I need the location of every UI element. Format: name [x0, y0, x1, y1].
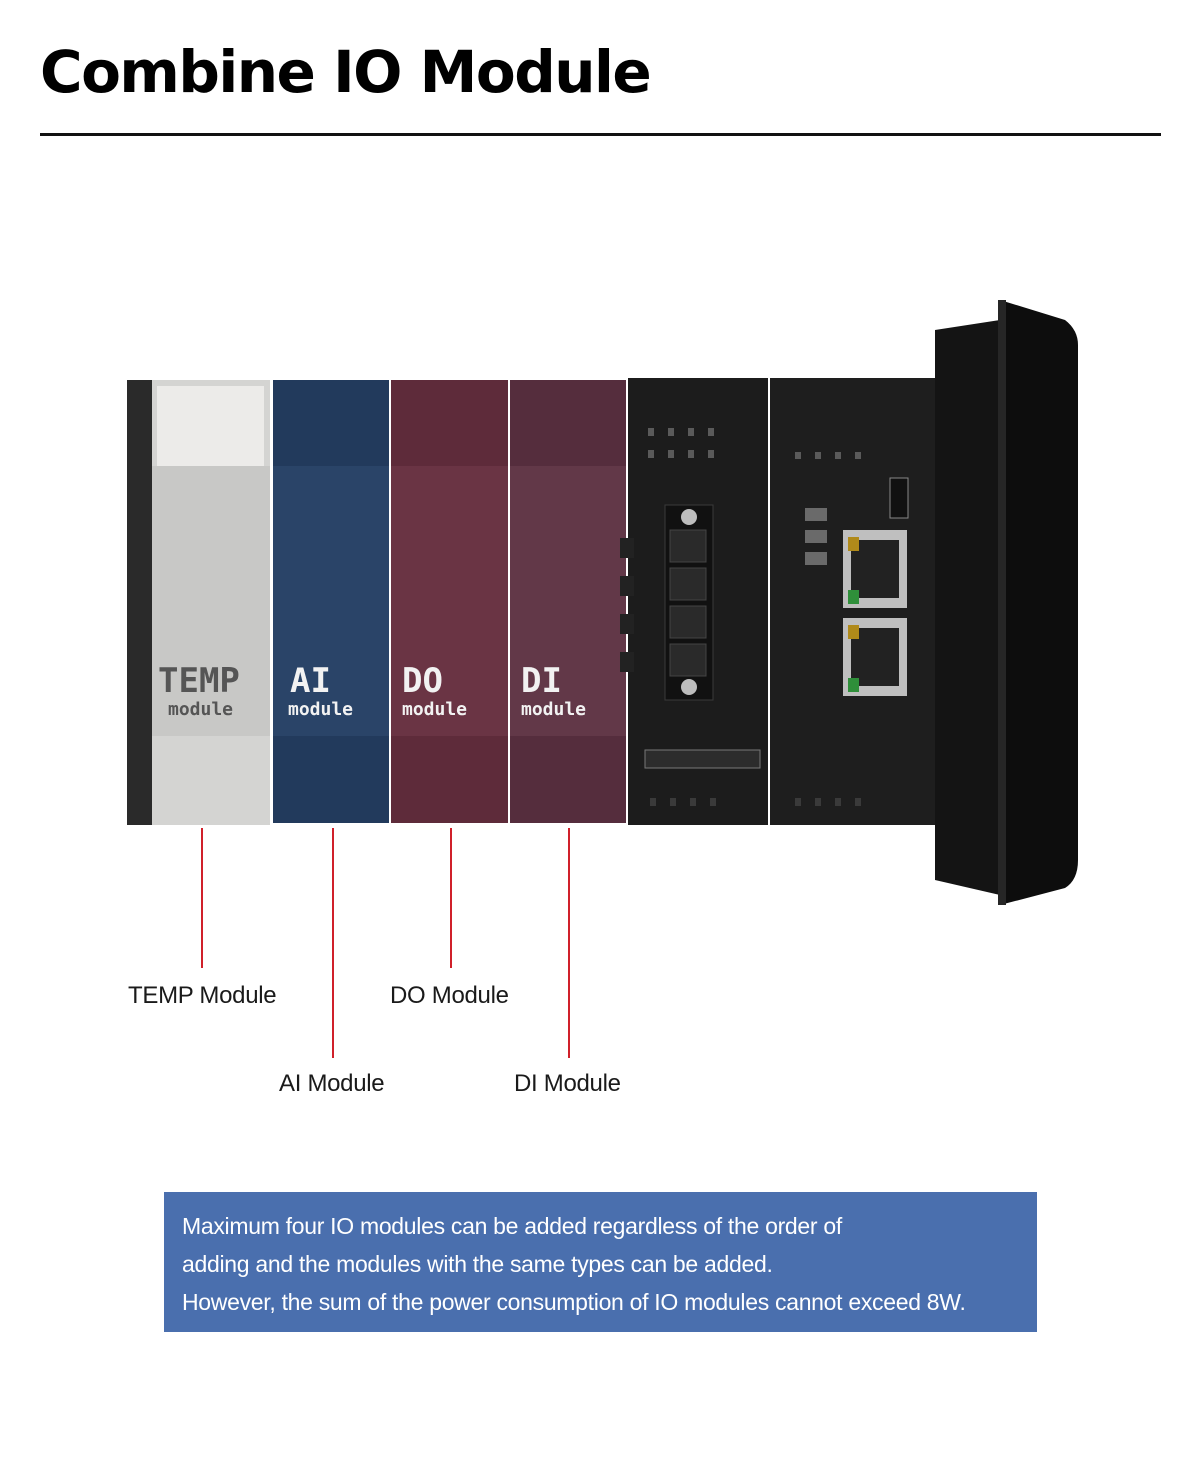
do-module-label: DO	[402, 661, 443, 701]
do-pointer-line	[450, 828, 452, 968]
terminal-screw-top	[681, 509, 697, 525]
di-module-label: DI	[521, 661, 562, 701]
di-module: DI module	[510, 380, 626, 823]
spec-plate	[644, 749, 761, 769]
hmi-bezel	[935, 300, 1078, 905]
info-note-box: Maximum four IO modules can be added reg…	[164, 1192, 1037, 1332]
end-cap	[127, 380, 152, 825]
usb-port	[889, 477, 909, 519]
ai-module: AI module	[273, 380, 389, 823]
do-module: DO module	[391, 380, 508, 823]
temp-module-label: TEMP	[158, 661, 240, 701]
do-module-callout: DO Module	[390, 982, 509, 1009]
ethernet-port-1	[843, 530, 907, 608]
ai-pointer-line	[332, 828, 334, 1058]
do-module-sublabel: module	[402, 699, 467, 720]
temp-module: TEMP module	[152, 380, 270, 825]
note-line-2: adding and the modules with the same typ…	[182, 1251, 773, 1277]
ethernet-module	[770, 378, 935, 825]
di-pointer-line	[568, 828, 570, 1058]
temp-pointer-line	[201, 828, 203, 968]
note-line-1: Maximum four IO modules can be added reg…	[182, 1213, 842, 1239]
note-line-3: However, the sum of the power consumptio…	[182, 1289, 966, 1315]
temp-module-sublabel: module	[168, 699, 233, 720]
ai-module-label: AI	[290, 661, 331, 701]
temp-module-callout: TEMP Module	[128, 982, 277, 1009]
title-divider	[40, 133, 1161, 136]
io-device-illustration: TEMP module AI module DO module DI modul…	[127, 300, 1078, 905]
terminal-screw-bottom	[681, 679, 697, 695]
page-title: Combine IO Module	[40, 38, 652, 106]
ai-module-callout: AI Module	[279, 1070, 385, 1097]
di-module-callout: DI Module	[514, 1070, 621, 1097]
power-module	[620, 378, 768, 825]
ai-module-sublabel: module	[288, 699, 353, 720]
ethernet-port-2	[843, 618, 907, 696]
di-module-sublabel: module	[521, 699, 586, 720]
